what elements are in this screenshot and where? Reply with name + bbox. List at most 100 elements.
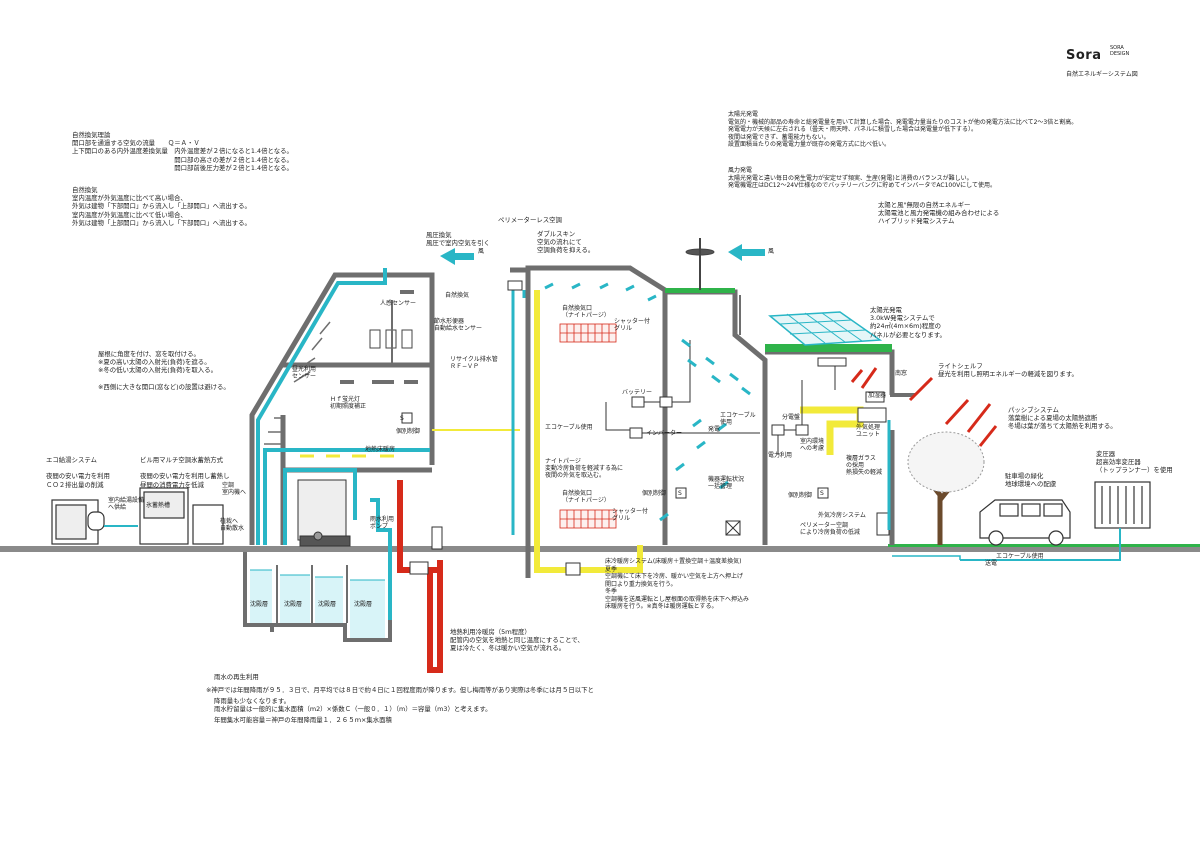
geothermal-note: 地熱利用冷暖房（5ｍ程度） 配管内の空気を地熱と同じ温度にすることで、 夏は冷た… — [450, 628, 584, 653]
car — [979, 499, 1071, 546]
sun-rays — [850, 367, 998, 447]
tank-label-4: 沈殿層 — [354, 601, 373, 608]
rain-note-3: 年間集水可能容量＝神戸の年間降雨量１．２６５ｍ×集水面積 — [214, 716, 392, 724]
deciduous-tree — [907, 431, 985, 545]
tank-label-2: 沈殿層 — [284, 601, 303, 608]
south-window-label: 南窓 — [895, 370, 908, 377]
perimeter-fan — [507, 280, 523, 291]
power-transmit-label: 送電 — [985, 560, 998, 567]
document-title: 自然エネルギーシステム図 — [1066, 71, 1138, 78]
toilets — [369, 300, 413, 365]
eco-cable-label-2: エコケーブル 使用 — [720, 412, 756, 426]
logo-subtitle: SORA DESIGN — [1110, 45, 1129, 57]
eco-cable-line — [960, 528, 1121, 561]
logo-sub1: SORA — [1110, 45, 1124, 51]
human-sensor-label: 人感センサー — [380, 300, 417, 307]
eco-hot-water-note: エコ給湯システム 夜間の安い電力を利用 ＣＯ２排出量の削減 — [46, 456, 110, 489]
water-saving-label: 節水形便器 自動給水センサー — [434, 318, 483, 332]
grill-1 — [559, 323, 617, 343]
rain-note-1: ※神戸では年間降雨が９５．３日で、月平均では８日で約４日に１回程度雨が降ります。… — [206, 686, 594, 694]
s-symbol-3: S — [820, 490, 824, 497]
control-boxes — [401, 396, 829, 536]
geothermal-intake — [431, 526, 443, 550]
individual-control-1: 個別制御 — [396, 428, 421, 435]
individual-control-2: 個別制御 — [642, 490, 667, 497]
rain-note-2: 降雨量も少なくなります。 雨水貯留量は一般的に集水面積（m2）×係数Ｃ（一般０．… — [214, 697, 492, 714]
perimeter-ac-label: ペリメーター空調 により冷房負荷の低減 — [800, 522, 860, 536]
multi-ac-unit — [139, 487, 224, 545]
shutter-label-2: シャッター付 グリル — [612, 508, 649, 522]
power-use-label: 電力利用 — [768, 452, 793, 459]
double-skin-note: ダブルスキン 空気の流れにて 空調負荷を抑える。 — [537, 230, 595, 255]
parking-greening — [888, 544, 1200, 547]
floor-system-note: 床冷暖房システム(床暖房＋置換空調＋温度差換気) 夏季 空調機にて床下を冷房、暖… — [605, 558, 750, 610]
left-window-slats — [264, 321, 331, 445]
hot-water-equip-label: 室内給湯設備 へ供給 — [108, 497, 145, 511]
tank-water — [250, 569, 385, 638]
s-symbol-1: S — [400, 415, 404, 422]
eco-cable-use-label: エコケーブル使用 — [545, 424, 593, 431]
wind-label-left: 風 — [478, 248, 485, 255]
wind-turbine — [685, 238, 715, 290]
natural-vent-label: 自然換気 — [445, 292, 470, 299]
natural-inlet-label-2: 自然換気口 （ナイトパージ） — [562, 490, 610, 504]
shutter-label-1: シャッター付 グリル — [614, 318, 651, 332]
logo-mark: Sora — [1066, 48, 1102, 63]
power-gen-label: 発電 — [708, 426, 721, 433]
natural-vent-note: 自然換気 室内温度が外気温度に比べて高い場合、 外気は建物「下部開口」から流入し… — [72, 186, 251, 227]
perimeterless-note: ペリメーターレス空調 — [498, 216, 562, 224]
solar-note: 太陽光発電 電気的・機械的部品の寿命と総発電量を用いて計算した場合、発電電力量当… — [728, 111, 1078, 148]
parking-note: 駐車場の緑化 地球環境への配慮 — [1005, 472, 1057, 489]
ice-tank-label: 氷蓄熱槽 — [146, 502, 171, 509]
green-roof-1 — [665, 288, 735, 293]
wind-label-right: 風 — [768, 248, 775, 255]
hybrid-note: 太陽と風"無限の自然エネルギー 太陽電池と風力発電機の組み合わせによる ハイブリ… — [878, 201, 1000, 226]
outdoor-ac-label: 外気処理 ユニット — [856, 424, 881, 438]
inverter-label: インバーター — [646, 430, 683, 437]
right-wires — [777, 366, 836, 455]
floor-heater-label: 地熱床暖房 — [365, 446, 396, 453]
green-roof-2 — [765, 344, 892, 352]
geothermal-fan — [409, 561, 429, 575]
brand-logo: Sora SORA DESIGN — [1066, 44, 1129, 63]
double-glass-label: 複層ガラス の採用 熱損失の軽減 — [846, 455, 883, 476]
eaves-note: 屋根に角度を付け、窓を取付ける。 ※夏の高い太陽の入射光(負荷)を遮る。 ※冬の… — [98, 350, 230, 391]
eco-hot-water-unit — [51, 499, 105, 545]
ceiling-lights — [340, 290, 418, 384]
grill-2 — [559, 509, 617, 529]
indoor-env-label: 室内環境 への考慮 — [800, 438, 825, 452]
humidifier-label: 加湿器 — [868, 392, 887, 399]
night-purge-label: ナイトパージ 変動冷房負荷を軽減する為に 夜間の外気を取込む。 — [545, 458, 624, 479]
ac-to-unit-label: 空調 室内機へ — [222, 482, 247, 496]
daylight-sensor-label: 昼光利用 センサー — [292, 366, 317, 380]
yellow-duct — [534, 290, 643, 573]
floor-ac-unit — [565, 562, 581, 576]
rain-pump-label: 雨水利用 ポンプ — [370, 516, 395, 530]
rain-title: 雨水の再生利用 — [214, 673, 259, 681]
outdoor-cooling-label: 外気冷房システム — [818, 512, 866, 519]
wind-arrows — [440, 244, 765, 265]
recycle-pipe-label: リサイクル排水管 ＲＦ−ＶＰ — [450, 356, 498, 370]
solar-panel — [768, 311, 883, 346]
ground-line — [0, 546, 1200, 552]
natural-inlet-label-1: 自然換気口 （ナイトパージ） — [562, 305, 610, 319]
equipment-monitor-label: 機器運転状況 一括管理 — [708, 476, 745, 490]
tank-dividers — [276, 565, 348, 623]
airflow-dashes — [522, 282, 751, 522]
natural-vent-theory-note: 自然換気理論 開口部を通過する空気の流量 Ｑ＝Ａ・Ｖ 上下開口のある内外温度差換… — [72, 131, 293, 172]
transmit-line — [892, 555, 961, 560]
battery-label: バッテリー — [622, 389, 653, 396]
planting-label: 植栽へ 自動散水 — [220, 518, 245, 532]
wind-note: 風力発電 太陽光発電と違い毎日の発生電力が安定せず頻実、生産(発電)と消費のバラ… — [728, 167, 996, 189]
middle-building — [510, 265, 668, 578]
geothermal-pipe — [397, 480, 443, 673]
eco-cable-label-3: エコケーブル使用 — [996, 553, 1044, 560]
distribution-label: 分電盤 — [782, 414, 801, 421]
s-symbol-2: S — [678, 490, 682, 497]
wind-pressure-note: 風圧換気 風圧で室内空気を引く — [426, 231, 490, 248]
light-shelf — [890, 393, 915, 397]
tank-label-3: 沈殿層 — [318, 601, 337, 608]
tank-label-1: 沈殿層 — [250, 601, 269, 608]
outdoor-ac-duct — [800, 406, 887, 455]
